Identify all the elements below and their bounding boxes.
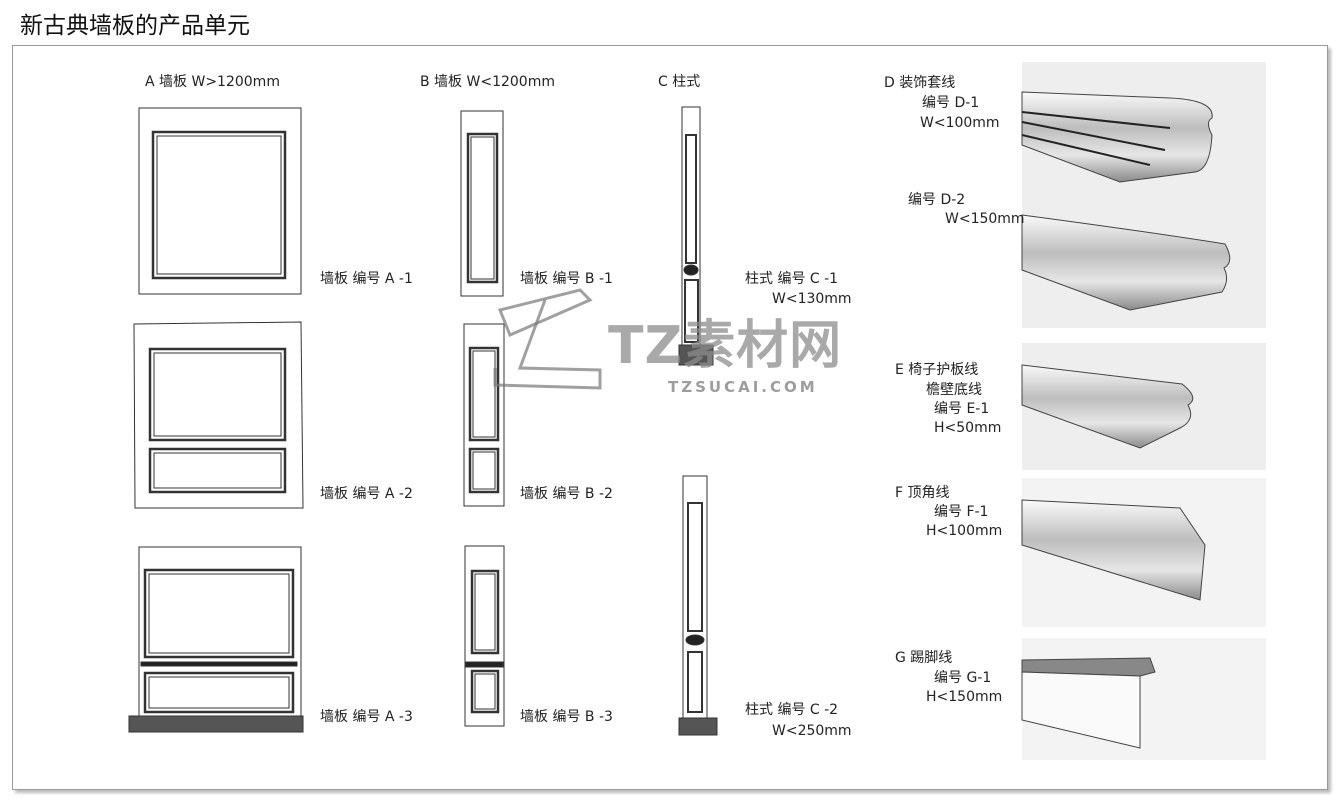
section-e-sub: 檐壁底线 [926,382,982,398]
moulding-e1 [1021,364,1194,449]
label-a3: 墙板 编号 A -3 [320,709,413,725]
section-a-heading: A 墙板 W>1200mm [145,74,280,90]
wall-panel-a1 [138,107,302,295]
wall-panel-a3 [128,546,304,733]
wall-panel-b3 [464,545,505,727]
moulding-d1 [1021,91,1213,183]
wall-panel-b1 [460,110,504,297]
column-c2 [678,475,718,736]
section-d-heading: D 装饰套线 [884,75,956,91]
label-e1: 编号 E-1 [934,401,990,417]
label-b1: 墙板 编号 B -1 [520,271,613,287]
wall-panel-b2 [463,323,505,507]
label-g1: 编号 G-1 [934,670,992,686]
moulding-d2 [1021,214,1231,311]
section-f-heading: F 顶角线 [895,485,950,501]
label-a2: 墙板 编号 A -2 [320,486,413,502]
page-title: 新古典墙板的产品单元 [20,13,250,39]
label-d2: 编号 D-2 [908,192,966,208]
label-b3: 墙板 编号 B -3 [520,709,613,725]
section-c-heading: C 柱式 [658,74,701,90]
label-c1: 柱式 编号 C -1 [745,271,839,287]
section-g-heading: G 踢脚线 [895,650,953,666]
label-d1: 编号 D-1 [922,95,980,111]
watermark-url: TZSUCAI.COM [668,378,818,396]
column-c1 [678,106,714,366]
size-d2: W<150mm [945,211,1025,227]
label-b2: 墙板 编号 B -2 [520,486,613,502]
label-c2: 柱式 编号 C -2 [745,702,839,718]
moulding-g1 [1021,657,1156,677]
wall-panel-a2 [133,321,304,509]
label-a1: 墙板 编号 A -1 [320,271,413,287]
size-d1: W<100mm [920,115,1000,131]
size-f1: H<100mm [926,523,1003,539]
size-c2: W<250mm [772,723,852,739]
label-f1: 编号 F-1 [934,504,989,520]
section-e-heading: E 椅子护板线 [895,362,979,378]
section-b-heading: B 墙板 W<1200mm [420,74,555,90]
moulding-f1 [1021,499,1206,601]
size-e1: H<50mm [934,420,1002,436]
size-c1: W<130mm [772,291,852,307]
watermark-text: TZ素材网 [608,316,843,376]
size-g1: H<150mm [926,689,1003,705]
